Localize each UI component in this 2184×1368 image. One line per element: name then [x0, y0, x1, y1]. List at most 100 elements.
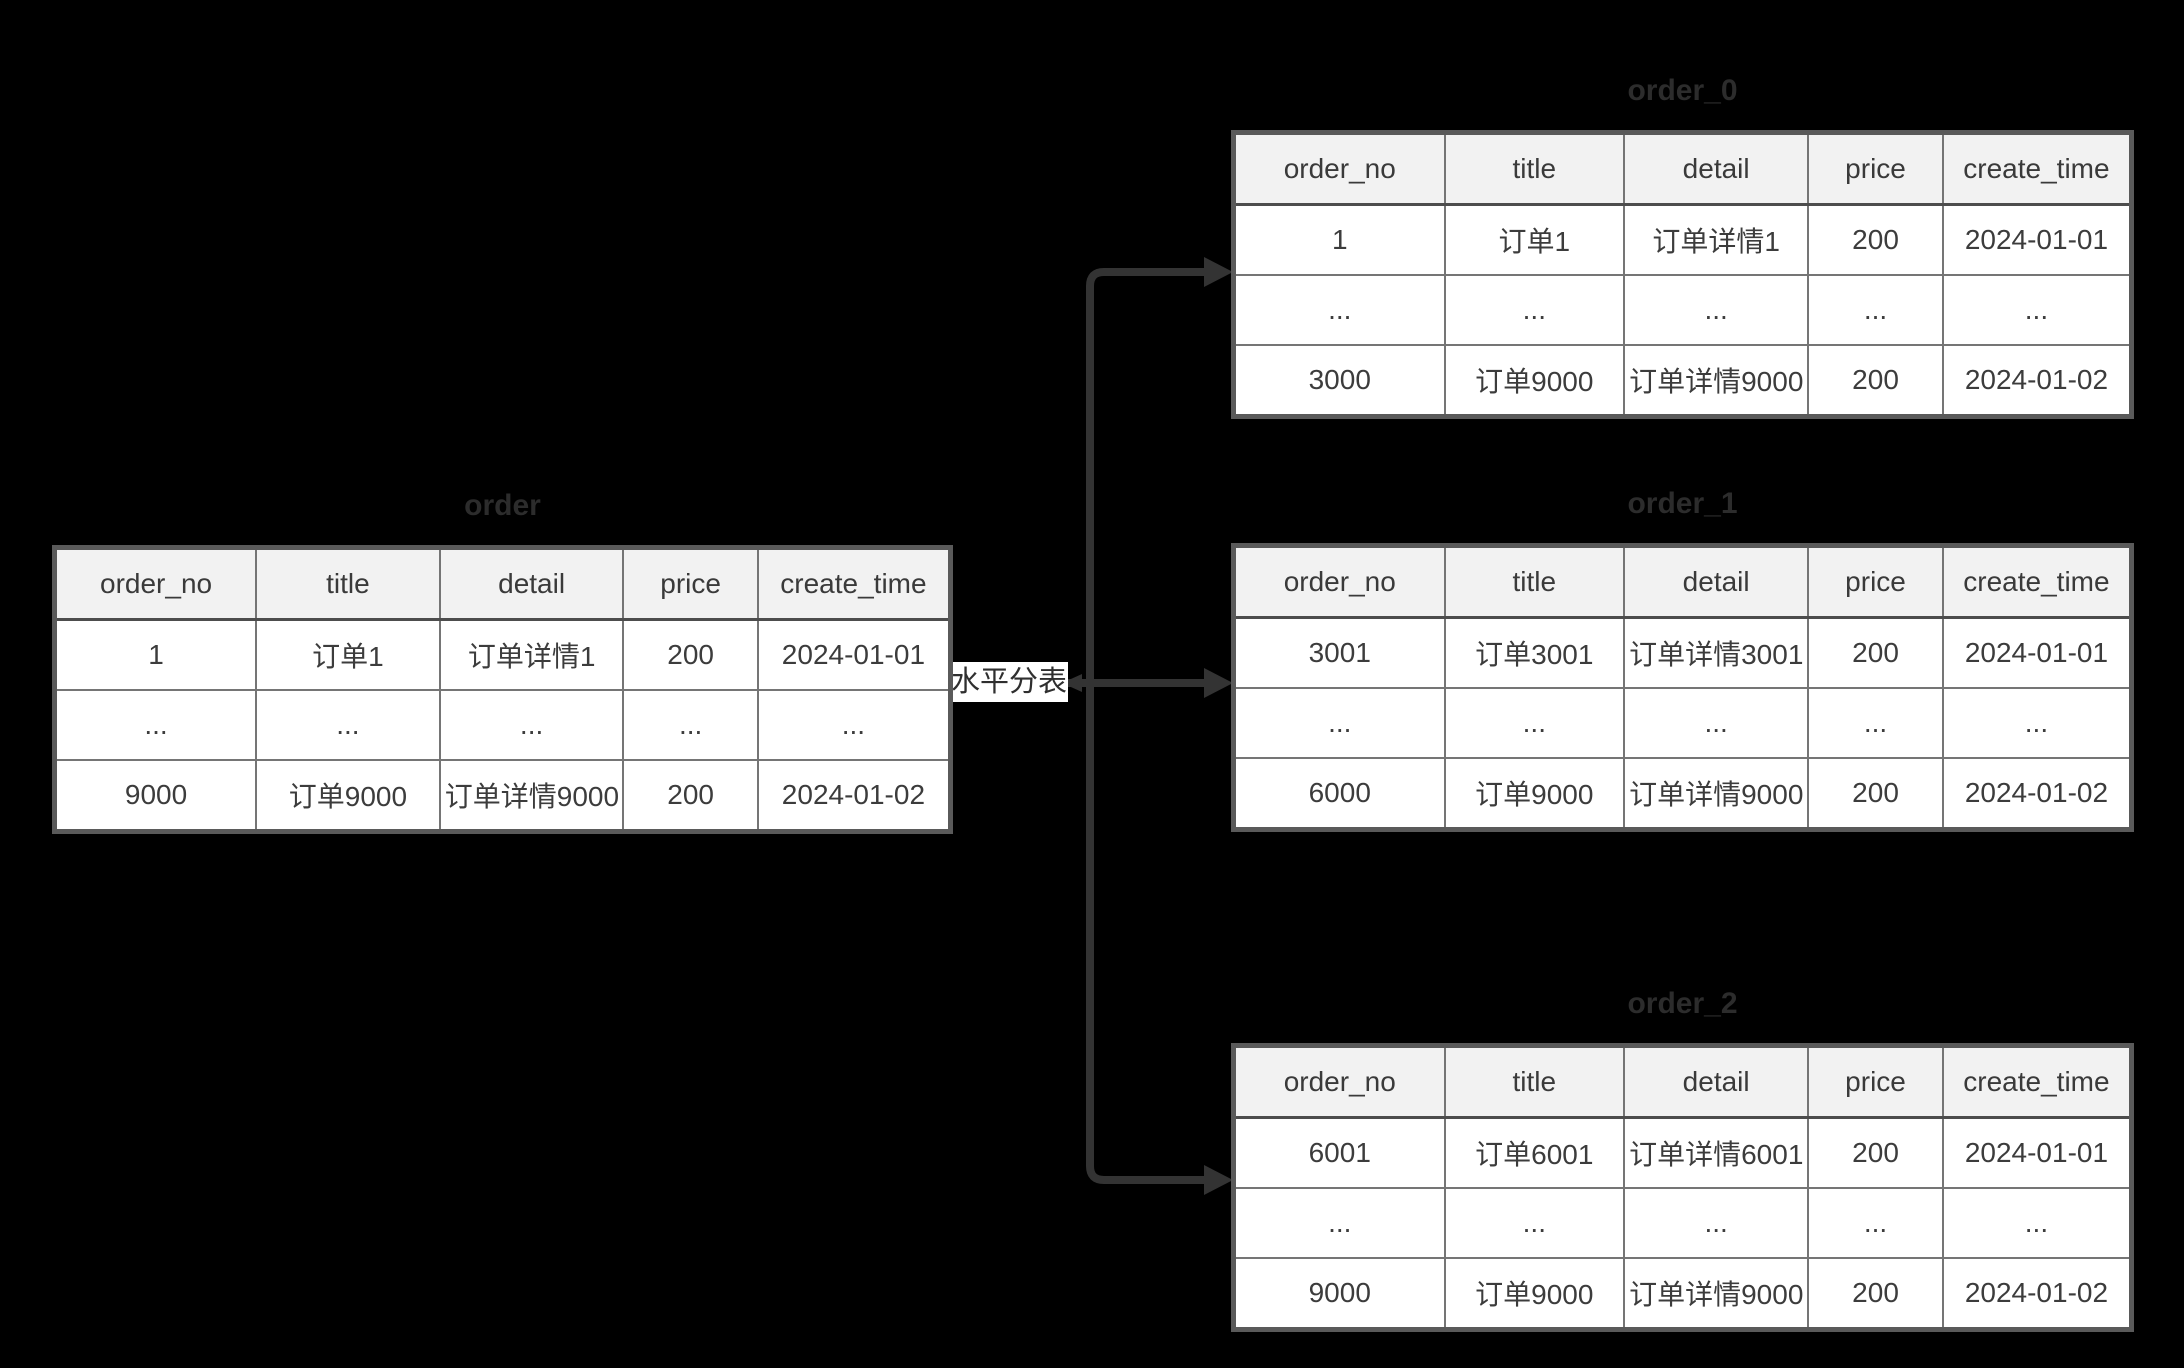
arrowhead-label-icon — [1062, 674, 1082, 692]
column-header: title — [255, 546, 441, 621]
table-cell: 2024-01-02 — [1941, 1257, 2133, 1331]
table-cell: 订单9000 — [1443, 344, 1626, 418]
table-row: ............... — [1232, 274, 2133, 346]
table-cell: 2024-01-01 — [756, 618, 952, 691]
connector-label: 水平分表 — [950, 662, 1068, 702]
table-row: ............... — [1232, 687, 2133, 759]
table-cell: 订单详情9000 — [1623, 1257, 1810, 1331]
table-cell: 订单详情1 — [438, 618, 625, 691]
table-cell: 9000 — [53, 759, 258, 833]
column-header: order_no — [1232, 544, 1446, 619]
table-cell: 订单详情6001 — [1623, 1116, 1810, 1189]
table-cell: 订单1 — [1443, 203, 1626, 276]
table-cell: ... — [1232, 274, 1446, 346]
table-cell: 订单9000 — [1443, 757, 1626, 831]
connector-branch-bottom — [1086, 683, 1208, 1184]
table-cell: 2024-01-02 — [1941, 757, 2133, 831]
table-cell: ... — [1807, 274, 1944, 346]
table-cell: 3001 — [1232, 616, 1446, 689]
table-cell: 订单1 — [255, 618, 441, 691]
column-header: create_time — [1941, 544, 2133, 619]
table-cell: 2024-01-02 — [1941, 344, 2133, 418]
table-cell: ... — [1941, 687, 2133, 759]
shard-table-0-title: order_0 — [1627, 74, 1738, 107]
column-header: create_time — [756, 546, 952, 621]
table-cell: 9000 — [1232, 1257, 1446, 1331]
connector-branch-top — [1086, 268, 1208, 683]
table-cell: 200 — [1807, 1257, 1944, 1331]
table-cell: 1 — [53, 618, 258, 691]
table-cell: 200 — [1807, 757, 1944, 831]
arrowhead-middle-icon — [1204, 668, 1233, 698]
table-cell: 订单详情9000 — [1623, 344, 1810, 418]
table-cell: 3000 — [1232, 344, 1446, 418]
table-cell: 订单详情9000 — [1623, 757, 1810, 831]
table-cell: 200 — [622, 759, 759, 833]
table-cell: 2024-01-02 — [756, 759, 952, 833]
table-cell: ... — [1232, 687, 1446, 759]
column-header: create_time — [1941, 1044, 2133, 1119]
table-cell: ... — [438, 689, 625, 761]
column-header: price — [622, 546, 759, 621]
table-cell: ... — [1941, 274, 2133, 346]
table-cell: ... — [1232, 1187, 1446, 1259]
table-cell: ... — [1443, 1187, 1626, 1259]
column-header: title — [1443, 1044, 1626, 1119]
table-cell: 200 — [1807, 1116, 1944, 1189]
table-cell: ... — [1623, 274, 1810, 346]
table-cell: ... — [1807, 1187, 1944, 1259]
column-header: detail — [438, 546, 625, 621]
table-cell: 2024-01-01 — [1941, 203, 2133, 276]
table-cell: ... — [53, 689, 258, 761]
table-cell: 订单详情3001 — [1623, 616, 1810, 689]
shard-table-1-title: order_1 — [1627, 487, 1738, 520]
column-header: title — [1443, 131, 1626, 206]
table-cell: ... — [1807, 687, 1944, 759]
column-header: order_no — [53, 546, 258, 621]
table-cell: 200 — [1807, 344, 1944, 418]
column-header: create_time — [1941, 131, 2133, 206]
table-row: ............... — [53, 689, 952, 761]
column-header: detail — [1623, 131, 1810, 206]
table-cell: 200 — [1807, 203, 1944, 276]
column-header: price — [1807, 131, 1944, 206]
source-table-title: order — [464, 489, 541, 522]
table-cell: 订单详情9000 — [438, 759, 625, 833]
table-cell: ... — [1443, 274, 1626, 346]
column-header: detail — [1623, 1044, 1810, 1119]
table-cell: 6000 — [1232, 757, 1446, 831]
column-header: order_no — [1232, 1044, 1446, 1119]
arrowhead-bottom-icon — [1204, 1165, 1233, 1195]
column-header: price — [1807, 1044, 1944, 1119]
table-cell: ... — [255, 689, 441, 761]
table-cell: 1 — [1232, 203, 1446, 276]
column-header: title — [1443, 544, 1626, 619]
table-cell: ... — [1623, 1187, 1810, 1259]
table-cell: 200 — [622, 618, 759, 691]
table-cell: 2024-01-01 — [1941, 1116, 2133, 1189]
column-header: price — [1807, 544, 1944, 619]
table-cell: 订单详情1 — [1623, 203, 1810, 276]
table-cell: 订单9000 — [255, 759, 441, 833]
table-cell: ... — [1443, 687, 1626, 759]
table-cell: ... — [756, 689, 952, 761]
column-header: order_no — [1232, 131, 1446, 206]
